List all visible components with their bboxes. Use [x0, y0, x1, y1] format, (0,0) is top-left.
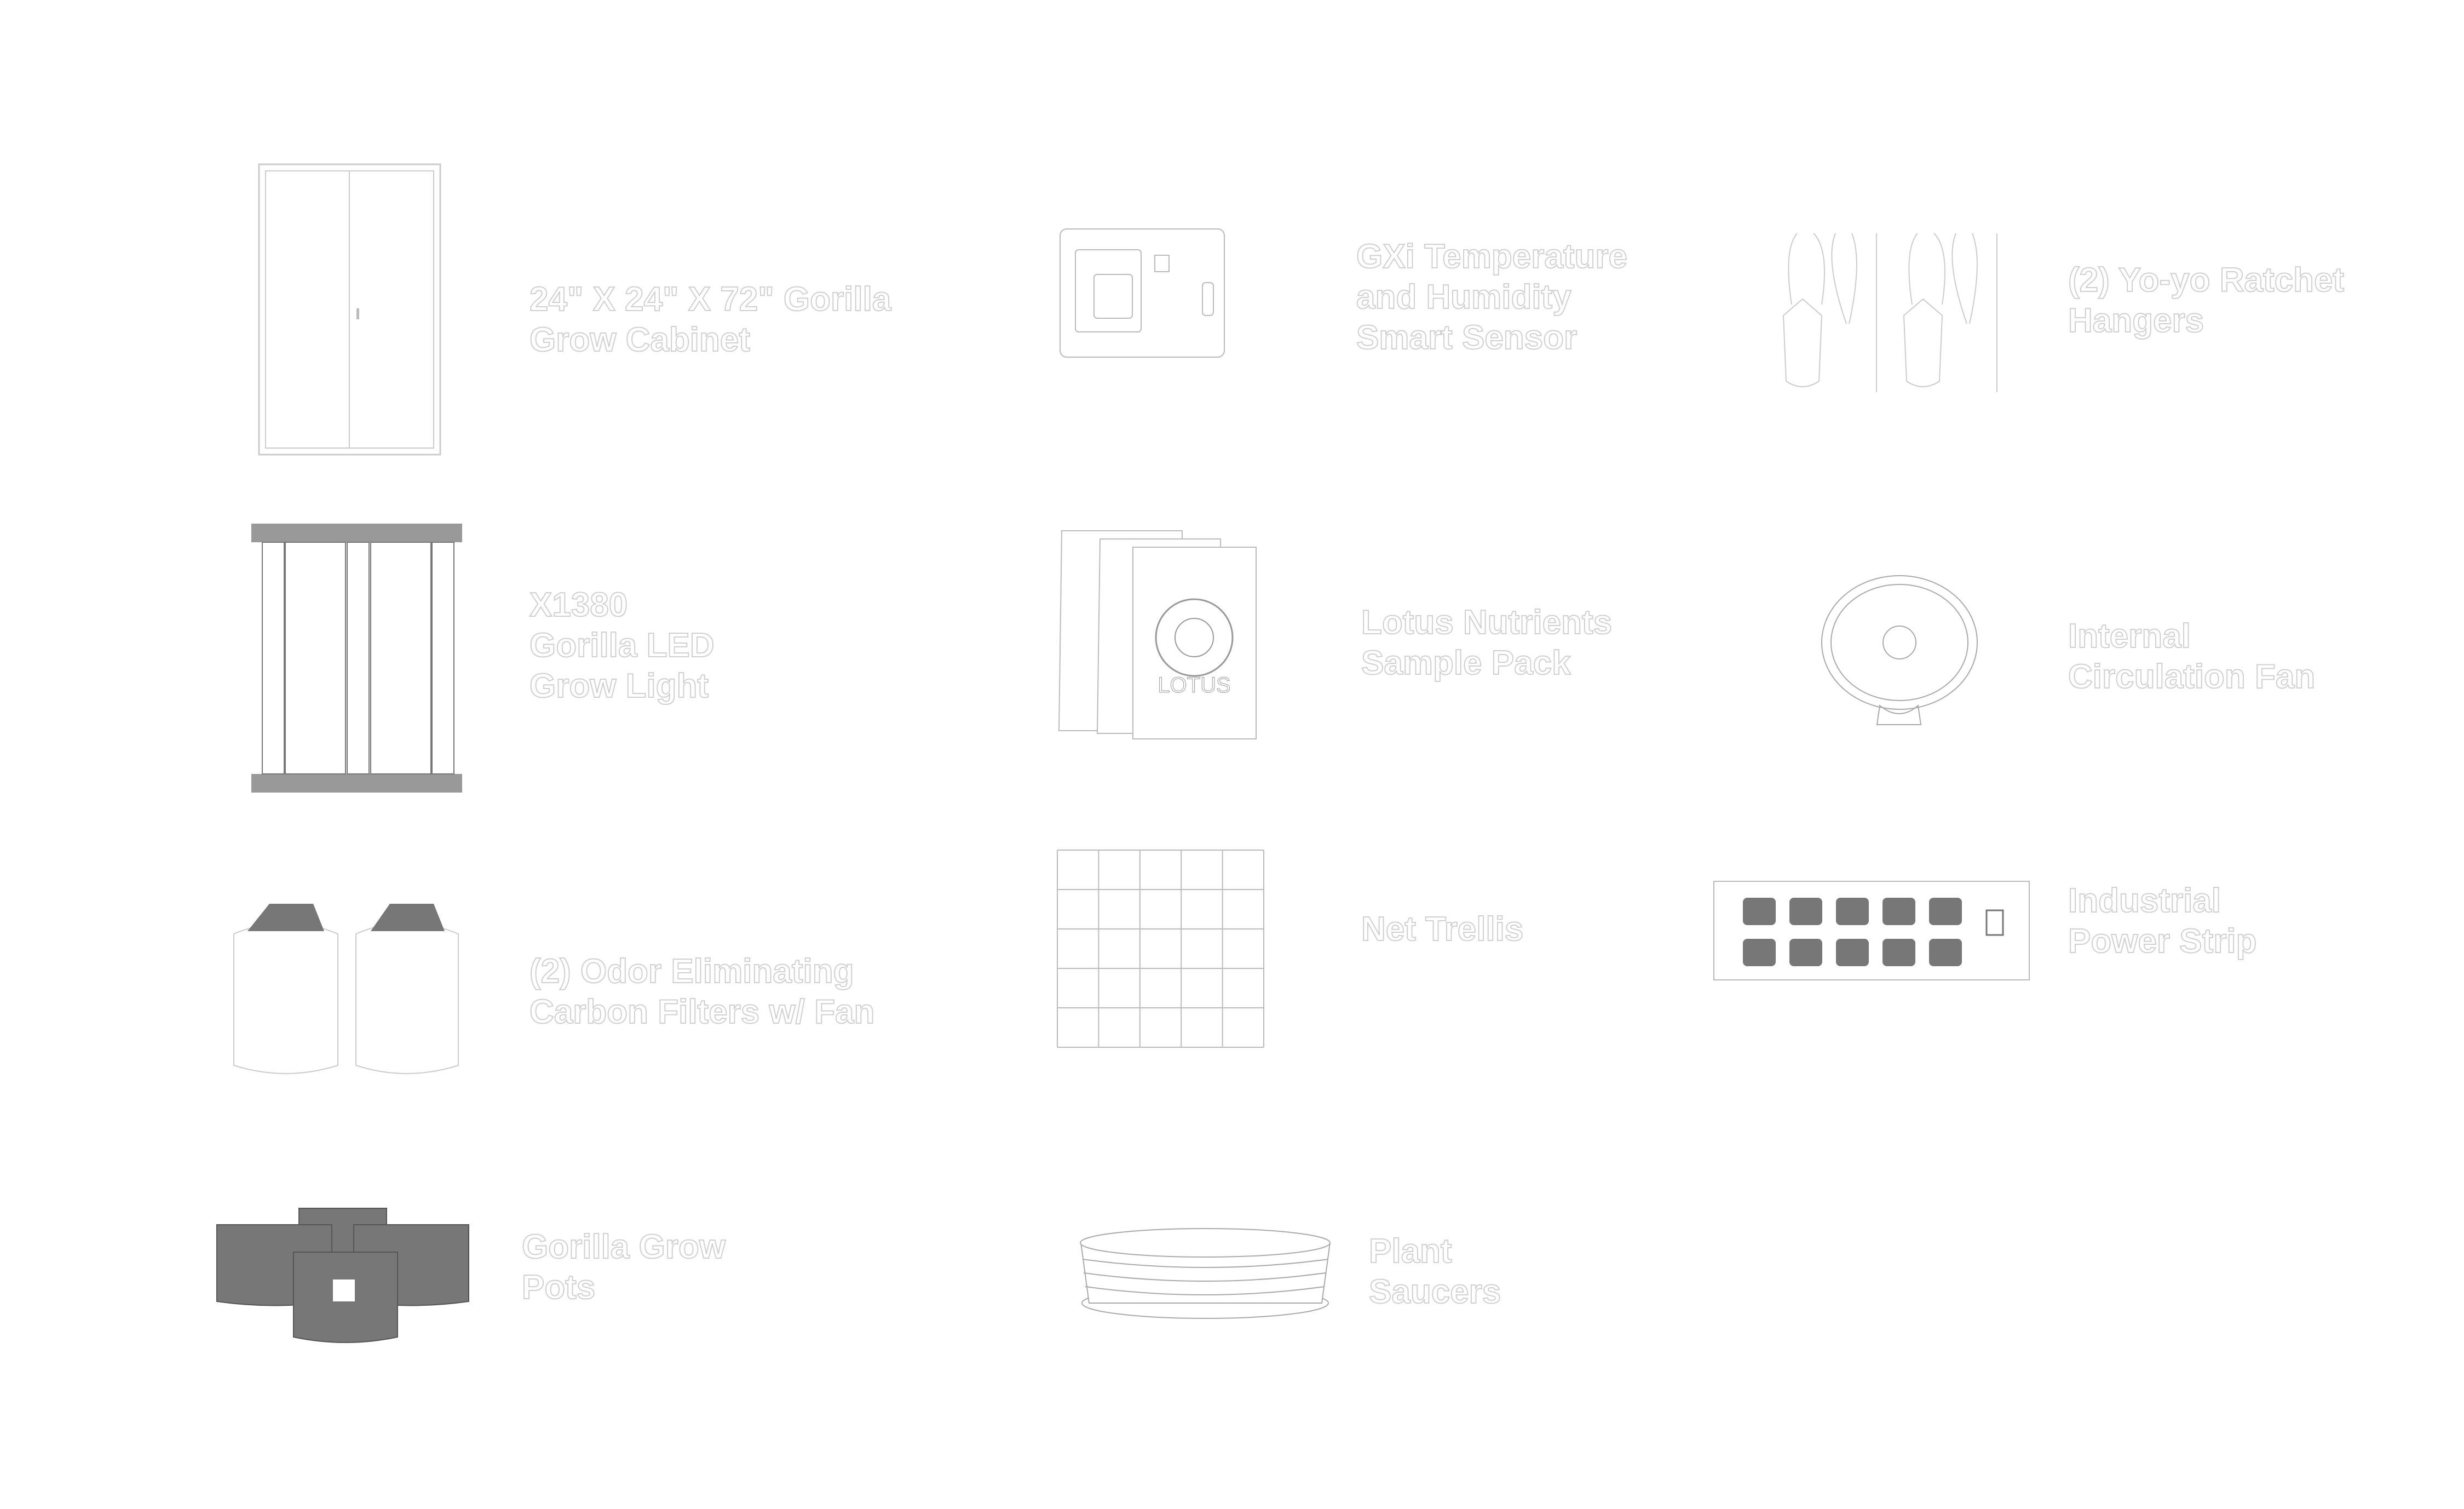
ratchet-hangers-icon — [1781, 228, 2014, 396]
plant-saucers-icon — [1078, 1226, 1333, 1321]
outlet-icon — [1836, 939, 1869, 966]
outlet-icon — [1929, 898, 1962, 925]
outlet-icon — [1882, 898, 1915, 925]
grow-cabinet-icon — [258, 163, 441, 456]
outlet-icon — [1743, 939, 1776, 966]
item-label-trellis: Net Trellis — [1361, 910, 1524, 949]
outlet-icon — [1789, 898, 1822, 925]
outlet-icon — [1789, 939, 1822, 966]
nutrient-pack-icon: LOTUS — [1056, 528, 1257, 739]
outlet-icon — [1882, 939, 1915, 966]
carbon-filter-icon — [231, 904, 461, 1077]
lotus-logo-text: LOTUS — [1158, 673, 1230, 697]
outlet-icon — [1929, 939, 1962, 966]
outlet-icon — [1743, 898, 1776, 925]
circulation-fan-icon — [1820, 574, 1980, 726]
net-trellis-icon — [1056, 849, 1265, 1048]
outlet-icon — [1836, 898, 1869, 925]
power-strip-icon — [1713, 880, 2030, 986]
grow-pots-icon — [217, 1203, 471, 1344]
smart-sensor-icon — [1059, 228, 1226, 358]
led-grow-light-icon — [251, 524, 462, 793]
